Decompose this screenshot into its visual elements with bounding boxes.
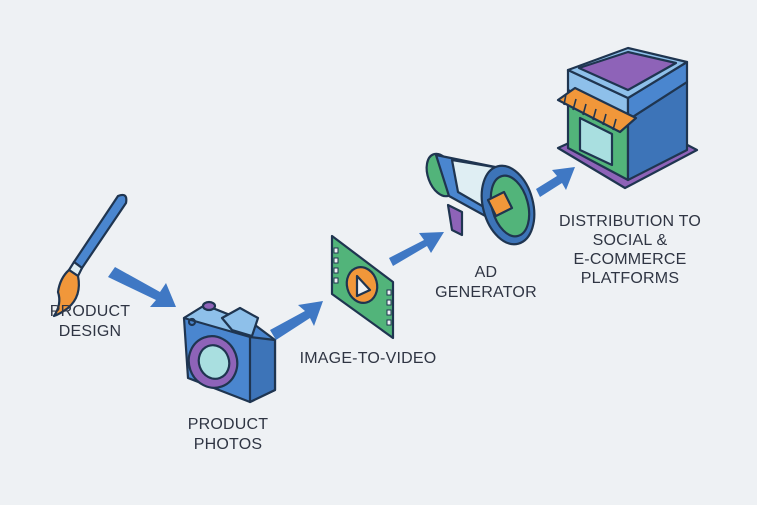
label-product-photos: PRODUCT PHOTOS xyxy=(188,416,269,453)
label-line: PHOTOS xyxy=(194,436,262,453)
label-line: PLATFORMS xyxy=(581,270,679,287)
label-line: SOCIAL & xyxy=(593,232,668,249)
megaphone-icon xyxy=(425,152,536,246)
label-line: GENERATOR xyxy=(435,284,537,301)
flow-arrow-photos-to-video xyxy=(270,301,323,340)
label-line: PRODUCT xyxy=(50,303,131,320)
label-line: PRODUCT xyxy=(188,416,269,433)
flow-arrow-ad-to-distribution xyxy=(536,167,575,197)
flow-arrow-video-to-ad xyxy=(389,232,444,266)
label-line: E-COMMERCE xyxy=(573,251,686,268)
film-play-icon xyxy=(330,234,395,340)
label-line: AD xyxy=(475,264,498,281)
storefront-icon xyxy=(556,46,699,190)
label-product-design: PRODUCT DESIGN xyxy=(50,303,131,340)
label-ad-generator: AD GENERATOR xyxy=(435,264,537,301)
camera-icon xyxy=(182,300,277,404)
label-line: DISTRIBUTION TO xyxy=(559,213,701,230)
label-line: DESIGN xyxy=(59,323,122,340)
label-line: IMAGE-TO-VIDEO xyxy=(300,350,437,367)
label-image-to-video: IMAGE-TO-VIDEO xyxy=(300,350,437,367)
paintbrush-icon xyxy=(52,193,128,318)
flow-arrow-design-to-photos xyxy=(108,267,176,307)
label-distribution: DISTRIBUTION TO SOCIAL & E-COMMERCE PLAT… xyxy=(559,213,701,287)
